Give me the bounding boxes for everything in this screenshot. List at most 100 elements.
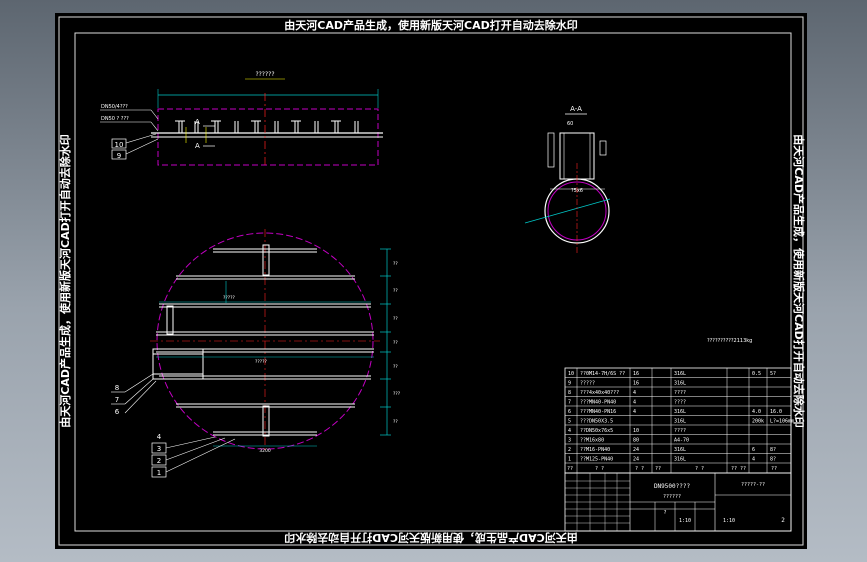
part-number-9: 9	[117, 152, 121, 160]
bom-cell-name: ???4x40x40???	[580, 390, 619, 396]
bom-cell-no: 10	[568, 371, 574, 377]
tank-circle	[156, 232, 374, 450]
section-arrow-top: A	[195, 118, 200, 126]
inner-frame	[74, 32, 792, 532]
plan-bottom-dim: 3200	[259, 448, 271, 454]
bom-cell-name: ??DN50x76x5	[580, 428, 613, 434]
bom-cell-no: 2	[568, 447, 571, 453]
elevation-nozzles	[175, 120, 359, 133]
bom-header-cell: ??	[771, 466, 777, 472]
right-dim-4: ??	[393, 340, 398, 346]
plan-mid-dim: ?????	[255, 359, 268, 365]
part-labels-lower: 4 3 2 1	[151, 433, 236, 478]
bom-cell-mat: A4-70	[674, 438, 689, 444]
watermark-left: 由天河CAD产品生成，使用新版天河CAD打开自动去除水印	[58, 134, 72, 427]
bom-cell-mat: 316L	[674, 409, 686, 415]
drawing-subtitle: ??????	[663, 494, 681, 500]
bom-cell-name: ??M16-PN40	[580, 447, 610, 453]
bom-cell-mat: 316L	[674, 381, 686, 387]
drawing-name: DN9500????	[654, 483, 691, 490]
plan-view: ?? ?? ?? ?? ?? ??? ?? ????? ????? 3200	[150, 229, 401, 454]
part-number-4: 4	[157, 433, 162, 441]
bom-cell-mat: ????	[674, 390, 686, 396]
page-number: 2	[781, 517, 785, 524]
bom-header-cell: ??	[567, 466, 573, 472]
right-dim-7: ??	[393, 419, 398, 425]
cad-drawing-canvas[interactable]: 由天河CAD产品生成，使用新版天河CAD打开自动去除水印 由天河CAD产品生成，…	[55, 13, 807, 549]
right-dim-1: ??	[393, 261, 398, 267]
part-number-3: 3	[157, 445, 161, 453]
sheet-count: ?	[663, 510, 666, 516]
elevation-top-dim: ??????	[255, 71, 274, 78]
section-arrow-bottom: A	[195, 142, 200, 150]
bom-cell-no: 7	[568, 400, 571, 406]
bom-cell-mat: 316L	[674, 457, 686, 463]
title-block-sheet: 1:10	[723, 518, 735, 524]
plan-top-dim: ?????	[223, 295, 236, 301]
bom-cell-no: 5	[568, 419, 571, 425]
right-dim-3: ??	[393, 316, 398, 322]
title-block: DN9500???? ?????? 1:10 ? ?????-?? 1:10 2	[564, 472, 792, 532]
bom-cell-name: ??M125-PN40	[580, 457, 613, 463]
sheet-scale: 1:10	[679, 518, 691, 524]
weight-note: ??????????2113kg	[707, 338, 752, 344]
bom-cell-qty: 24	[633, 447, 639, 453]
bom-cell-qty: 10	[633, 428, 639, 434]
bom-cell-mat: ????	[674, 400, 686, 406]
bom-cell-qty: 16	[633, 381, 639, 387]
drawing-number: ?????-??	[741, 482, 765, 488]
bom-cell-mat: 316L	[674, 371, 686, 377]
bom-cell-wt: 200k	[752, 419, 764, 425]
part-number-1: 1	[157, 469, 161, 477]
bom-header-cell: ? ?	[595, 466, 604, 472]
bom-cell-no: 1	[568, 457, 571, 463]
callout-a: DN50/4???	[101, 104, 128, 110]
bom-cell-no: 8	[568, 390, 571, 396]
bom-header-cell: ??	[655, 466, 661, 472]
bom-cell-qty: 24	[633, 457, 639, 463]
right-dim-6: ???	[393, 391, 401, 397]
bom-header-cell: ?? ??	[731, 466, 746, 472]
bom-cell-wt: 4.0	[752, 409, 761, 415]
bom-cell-qty: 16	[633, 371, 639, 377]
part-number-2: 2	[157, 457, 161, 465]
bom-cell-qty: 4	[633, 400, 636, 406]
bom-cell-name: ???MN40-PN16	[580, 409, 616, 415]
bom-cell-name: ?????	[580, 381, 595, 387]
bom-cell-total: 8?	[770, 447, 776, 453]
callout-b: DN50 ? ???	[101, 116, 129, 122]
bom-cell-wt: 0.5	[752, 371, 761, 377]
bom-cell-name: ??M16x80	[580, 438, 604, 444]
bom-cell-no: 9	[568, 381, 571, 387]
bom-cell-mat: 316L	[674, 419, 686, 425]
bom-header-cell: ? ?	[695, 466, 704, 472]
part-number-8: 8	[115, 384, 119, 392]
bom-cell-total: L?=106mm	[770, 419, 794, 425]
section-a-a-view: A-A 60 ?5x6	[524, 105, 611, 253]
bom-cell-total: 5?	[770, 371, 776, 377]
bom-cell-qty: 80	[633, 438, 639, 444]
bom-header-cell: ? ?	[635, 466, 644, 472]
bom-cell-total: 8?	[770, 457, 776, 463]
bom-cell-wt: 6	[752, 447, 755, 453]
part-number-7: 7	[115, 396, 119, 404]
part-labels-middle: 8 7 6	[111, 373, 157, 416]
part-labels-upper: 10 9	[111, 133, 159, 160]
bom-cell-mat: 316L	[674, 447, 686, 453]
bom-cell-name: ???MN40-PN40	[580, 400, 616, 406]
outer-frame	[58, 16, 804, 546]
watermark-right: 由天河CAD产品生成，使用新版天河CAD打开自动去除水印	[792, 134, 806, 427]
drawing-sheet: 由天河CAD产品生成，使用新版天河CAD打开自动去除水印 由天河CAD产品生成，…	[58, 16, 806, 546]
watermark-bottom: 由天河CAD产品生成，使用新版天河CAD打开自动去除水印	[284, 531, 577, 545]
part-number-6: 6	[115, 408, 120, 416]
section-label: A-A	[570, 105, 582, 113]
watermark-top: 由天河CAD产品生成，使用新版天河CAD打开自动去除水印	[284, 18, 577, 32]
bom-cell-qty: 4	[633, 390, 636, 396]
bom-cell-no: 4	[568, 428, 571, 434]
bom-cell-mat: ????	[674, 428, 686, 434]
bom-cell-total: 16.0	[770, 409, 782, 415]
bom-cell-name: ??0M14-7H/6S ??	[580, 371, 625, 377]
right-dim-5: ??	[393, 364, 398, 370]
bom-cell-no: 6	[568, 409, 571, 415]
